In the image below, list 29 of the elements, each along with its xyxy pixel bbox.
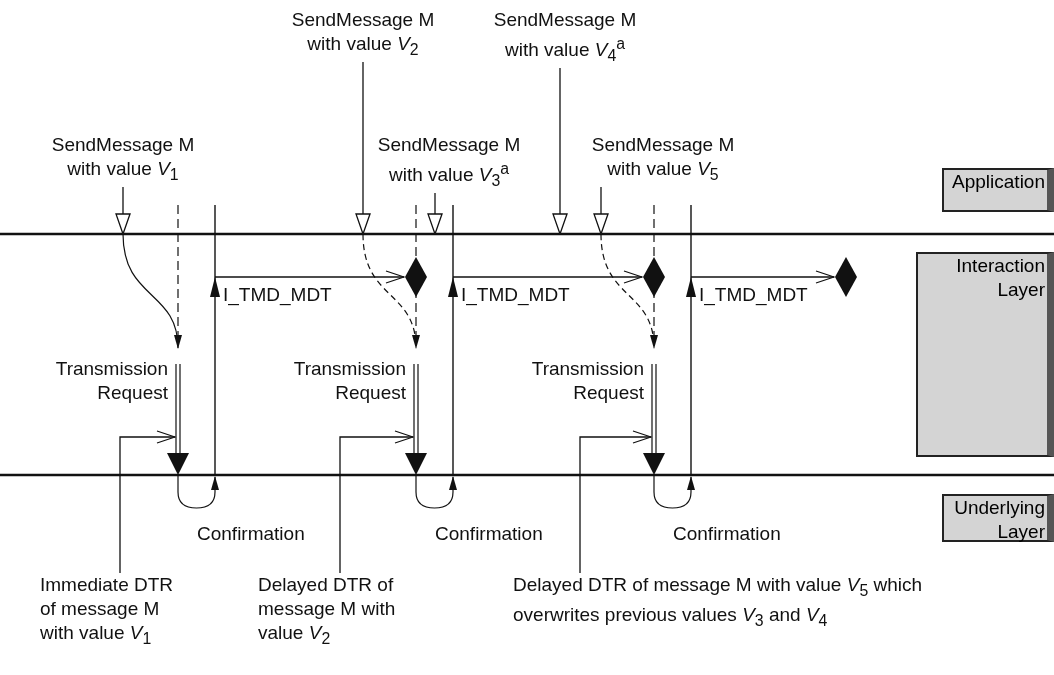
text-label: SendMessage M with value V$_{5}$	[580, 133, 746, 187]
text-label: Delayed DTR of message M with value V$_{2}$	[258, 573, 403, 651]
text-label: Confirmation	[673, 522, 781, 546]
arrow	[427, 192, 443, 235]
arrow	[552, 67, 568, 235]
arrow	[452, 270, 643, 284]
text-label: Confirmation	[435, 522, 543, 546]
text-label: SendMessage M with value V$_{2}$	[283, 8, 443, 62]
leader-arrow	[579, 430, 652, 574]
arrow	[690, 270, 835, 284]
diamond-marker	[404, 256, 428, 298]
text-label: Delayed DTR of message M with value V$_{5}$ which overwrites previous values V$_{3}$ and V$_{4}$	[513, 573, 933, 633]
text-label: Transmission Request	[54, 357, 168, 405]
arrow	[593, 186, 609, 235]
arrow	[355, 61, 371, 235]
diamond-marker	[834, 256, 858, 298]
leader-arrow	[119, 430, 176, 574]
layer-box: Application	[942, 168, 1054, 212]
diamond-marker	[642, 256, 666, 298]
text-label: Transmission Request	[292, 357, 406, 405]
arrow	[214, 270, 405, 284]
layer-box: Underlying Layer	[942, 494, 1054, 542]
text-label: Confirmation	[197, 522, 305, 546]
arrow	[115, 186, 131, 235]
text-label: SendMessage M with value V$_{1}$	[43, 133, 203, 187]
leader-arrow	[339, 430, 414, 574]
text-label: Transmission Request	[530, 357, 644, 405]
text-label: Immediate DTR of message M with value V$_{1}$	[40, 573, 185, 651]
layer-box: Interaction Layer	[916, 252, 1054, 457]
